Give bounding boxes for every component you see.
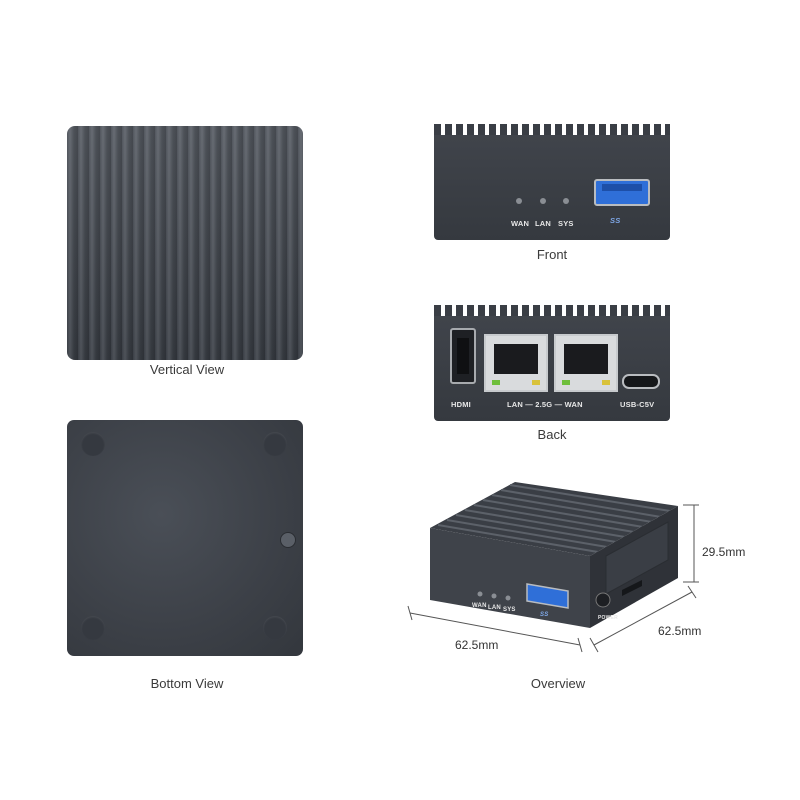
usb-port (594, 179, 650, 206)
rubber-foot (81, 616, 105, 640)
led-green (492, 380, 500, 385)
led-wan (516, 198, 522, 204)
rubber-foot (263, 432, 287, 456)
led-label-lan: LAN (535, 219, 552, 228)
back-caption: Back (537, 427, 567, 442)
hdmi-label: HDMI (451, 400, 471, 409)
led-lan (491, 593, 497, 599)
led-sys (563, 198, 569, 204)
led-green (562, 380, 570, 385)
led-label-sys: SYS (558, 219, 574, 228)
overview-power-label: POWER (598, 615, 618, 621)
overview-caption: Overview (530, 676, 586, 691)
overview-led-label-sys: SYS (503, 607, 516, 613)
lan-port (484, 334, 548, 392)
usb-ss-icon: SS (610, 216, 621, 225)
bottom-view-caption: Bottom View (150, 676, 224, 691)
usb-port (526, 583, 569, 609)
dimension-width: 62.5mm (658, 624, 702, 638)
led-wan (477, 591, 483, 597)
usb-c-label: USB-C5V (620, 400, 655, 409)
front-panel: WAN LAN SYS SS (434, 124, 670, 240)
hdmi-port (450, 328, 476, 384)
vertical-view (67, 126, 303, 360)
screw-icon (280, 532, 296, 548)
heatsink-fins (437, 484, 671, 553)
overview-led-label-lan: LAN (488, 605, 501, 611)
led-label-wan: WAN (511, 219, 530, 228)
led-sys (505, 595, 511, 601)
usb-c-port (622, 374, 660, 389)
front-caption: Front (536, 247, 568, 262)
heatsink-fins (434, 124, 670, 136)
dimension-depth: 62.5mm (455, 638, 499, 652)
back-panel: HDMI LAN — 2.5G — WAN USB-C5V (434, 305, 670, 421)
sd-card-slot (622, 580, 642, 596)
vertical-view-caption: Vertical View (149, 362, 225, 377)
overview-usb-ss-icon: SS (540, 612, 549, 618)
dimension-height: 29.5mm (702, 545, 746, 559)
wan-port (554, 334, 618, 392)
led-yellow (532, 380, 540, 385)
rubber-foot (263, 616, 287, 640)
lan-wan-label: LAN — 2.5G — WAN (507, 400, 583, 409)
rubber-foot (81, 432, 105, 456)
power-jack (595, 592, 611, 608)
heatsink-fins (434, 305, 670, 317)
led-lan (540, 198, 546, 204)
overview-led-label-wan: WAN (472, 603, 487, 609)
led-yellow (602, 380, 610, 385)
bottom-view (67, 420, 303, 656)
